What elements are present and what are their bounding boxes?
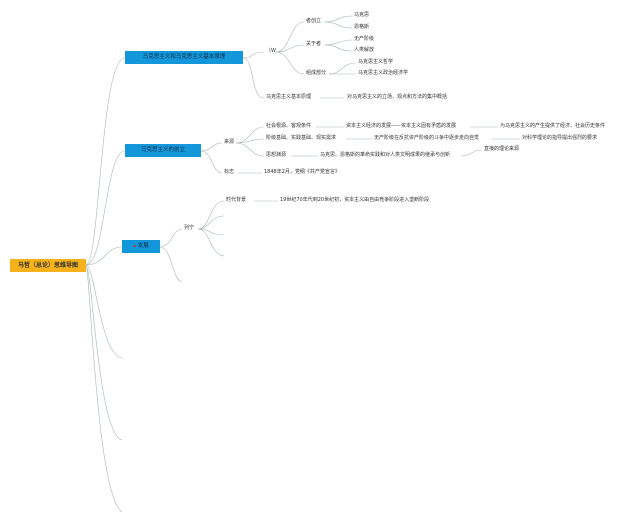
branch-development[interactable]: ▴ 发展 xyxy=(122,240,160,253)
link-b1-principle xyxy=(242,57,265,99)
node-source[interactable]: 来源 xyxy=(224,139,235,145)
link-w-about xyxy=(275,44,305,53)
link-root-empty3 xyxy=(85,264,123,513)
link-b2-source xyxy=(200,142,223,152)
node-components[interactable]: 组成部分 xyxy=(306,70,327,76)
link-b3-empty xyxy=(159,246,183,283)
link-w-founders xyxy=(275,21,305,53)
link-lenin-era xyxy=(197,200,225,230)
node-founder-engels[interactable]: 恩格斯 xyxy=(354,24,370,30)
node-founders[interactable]: 者创立 xyxy=(306,18,322,24)
node-founder-marx[interactable]: 马克思 xyxy=(354,12,370,18)
marker-icon: ▴ xyxy=(133,243,136,249)
node-lenin[interactable]: 列宁 xyxy=(184,225,195,231)
node-mark[interactable]: 标志 xyxy=(224,169,235,175)
node-source-row3-b[interactable]: 马克思、恩格斯的革命实践和对人类文明成果的继承与创新 xyxy=(320,152,451,158)
node-era[interactable]: 时代背景 xyxy=(226,197,247,203)
link-b3-lenin xyxy=(159,228,183,248)
node-source-row1-b[interactable]: 资本主义经济的发展——资本主义固有矛盾的发展 xyxy=(346,123,457,129)
branch-founding[interactable]: 马克思主义的创立 xyxy=(125,144,201,157)
link-root-branch2 xyxy=(85,150,126,266)
node-basic-principle[interactable]: 马克思主义基本原理 xyxy=(266,94,312,100)
link-about-2 xyxy=(324,44,353,52)
link-row3-c xyxy=(460,149,483,157)
link-root-empty1 xyxy=(85,264,123,359)
node-source-row2-b[interactable]: 无产阶级在反抗资产阶级的斗争中逐步走向自觉 xyxy=(374,135,480,141)
link-src-row2 xyxy=(235,138,265,144)
branch-development-label: 发展 xyxy=(137,243,149,249)
node-about-proletariat[interactable]: 无产阶级 xyxy=(354,36,375,42)
node-basic-principle-desc[interactable]: 对马克思主义的立场、观点和方法的集中概括 xyxy=(347,94,448,100)
branch-marxism-principles[interactable]: 马克思主义和马克思主义基本原理 xyxy=(125,51,243,64)
node-source-row3-a[interactable]: 思想渊源 xyxy=(266,152,287,158)
node-era-desc[interactable]: 19世纪70年代到20世纪初，资本主义由自由竞争阶段进入垄断阶段 xyxy=(280,197,430,203)
link-root-empty2 xyxy=(85,264,123,441)
node-mark-desc[interactable]: 1848年2月，党纲《共产党宣言》 xyxy=(264,169,340,175)
link-comp-1 xyxy=(328,62,357,75)
link-founders-2 xyxy=(324,21,353,29)
link-lenin-empty1 xyxy=(197,215,225,230)
link-root-branch1 xyxy=(85,57,126,266)
link-b1-w xyxy=(242,51,265,59)
link-src-row3 xyxy=(235,142,265,157)
node-about[interactable]: 关于者 xyxy=(306,41,322,47)
node-source-row1-a[interactable]: 社会根源、客观条件 xyxy=(266,123,312,129)
link-b2-mark xyxy=(200,150,223,174)
node-source-row1-c[interactable]: 为马克思主义的产生提供了经济、社会历史条件 xyxy=(500,123,606,129)
link-lenin-empty3 xyxy=(197,228,225,257)
link-w-components xyxy=(275,51,305,75)
node-source-row3-c[interactable]: 直接的理论来源 xyxy=(484,146,520,152)
node-w[interactable]: （W xyxy=(266,48,276,54)
node-comp-economics[interactable]: 马克思主义政治经济学 xyxy=(358,70,409,76)
node-comp-philosophy[interactable]: 马克思主义哲学 xyxy=(358,59,394,65)
link-src-row1 xyxy=(235,126,265,144)
node-source-row2-a[interactable]: 阶级基础、实践基础、现实需求 xyxy=(266,135,337,141)
link-founders-1 xyxy=(324,15,353,23)
root-node[interactable]: 马哲（总论）思维导图 xyxy=(10,259,86,272)
node-about-liberation[interactable]: 人类解放 xyxy=(354,47,375,53)
link-root-branch3 xyxy=(85,246,123,266)
node-source-row2-c[interactable]: 对科学理论的指导提出强烈的要求 xyxy=(522,135,598,141)
link-about-1 xyxy=(324,39,353,46)
